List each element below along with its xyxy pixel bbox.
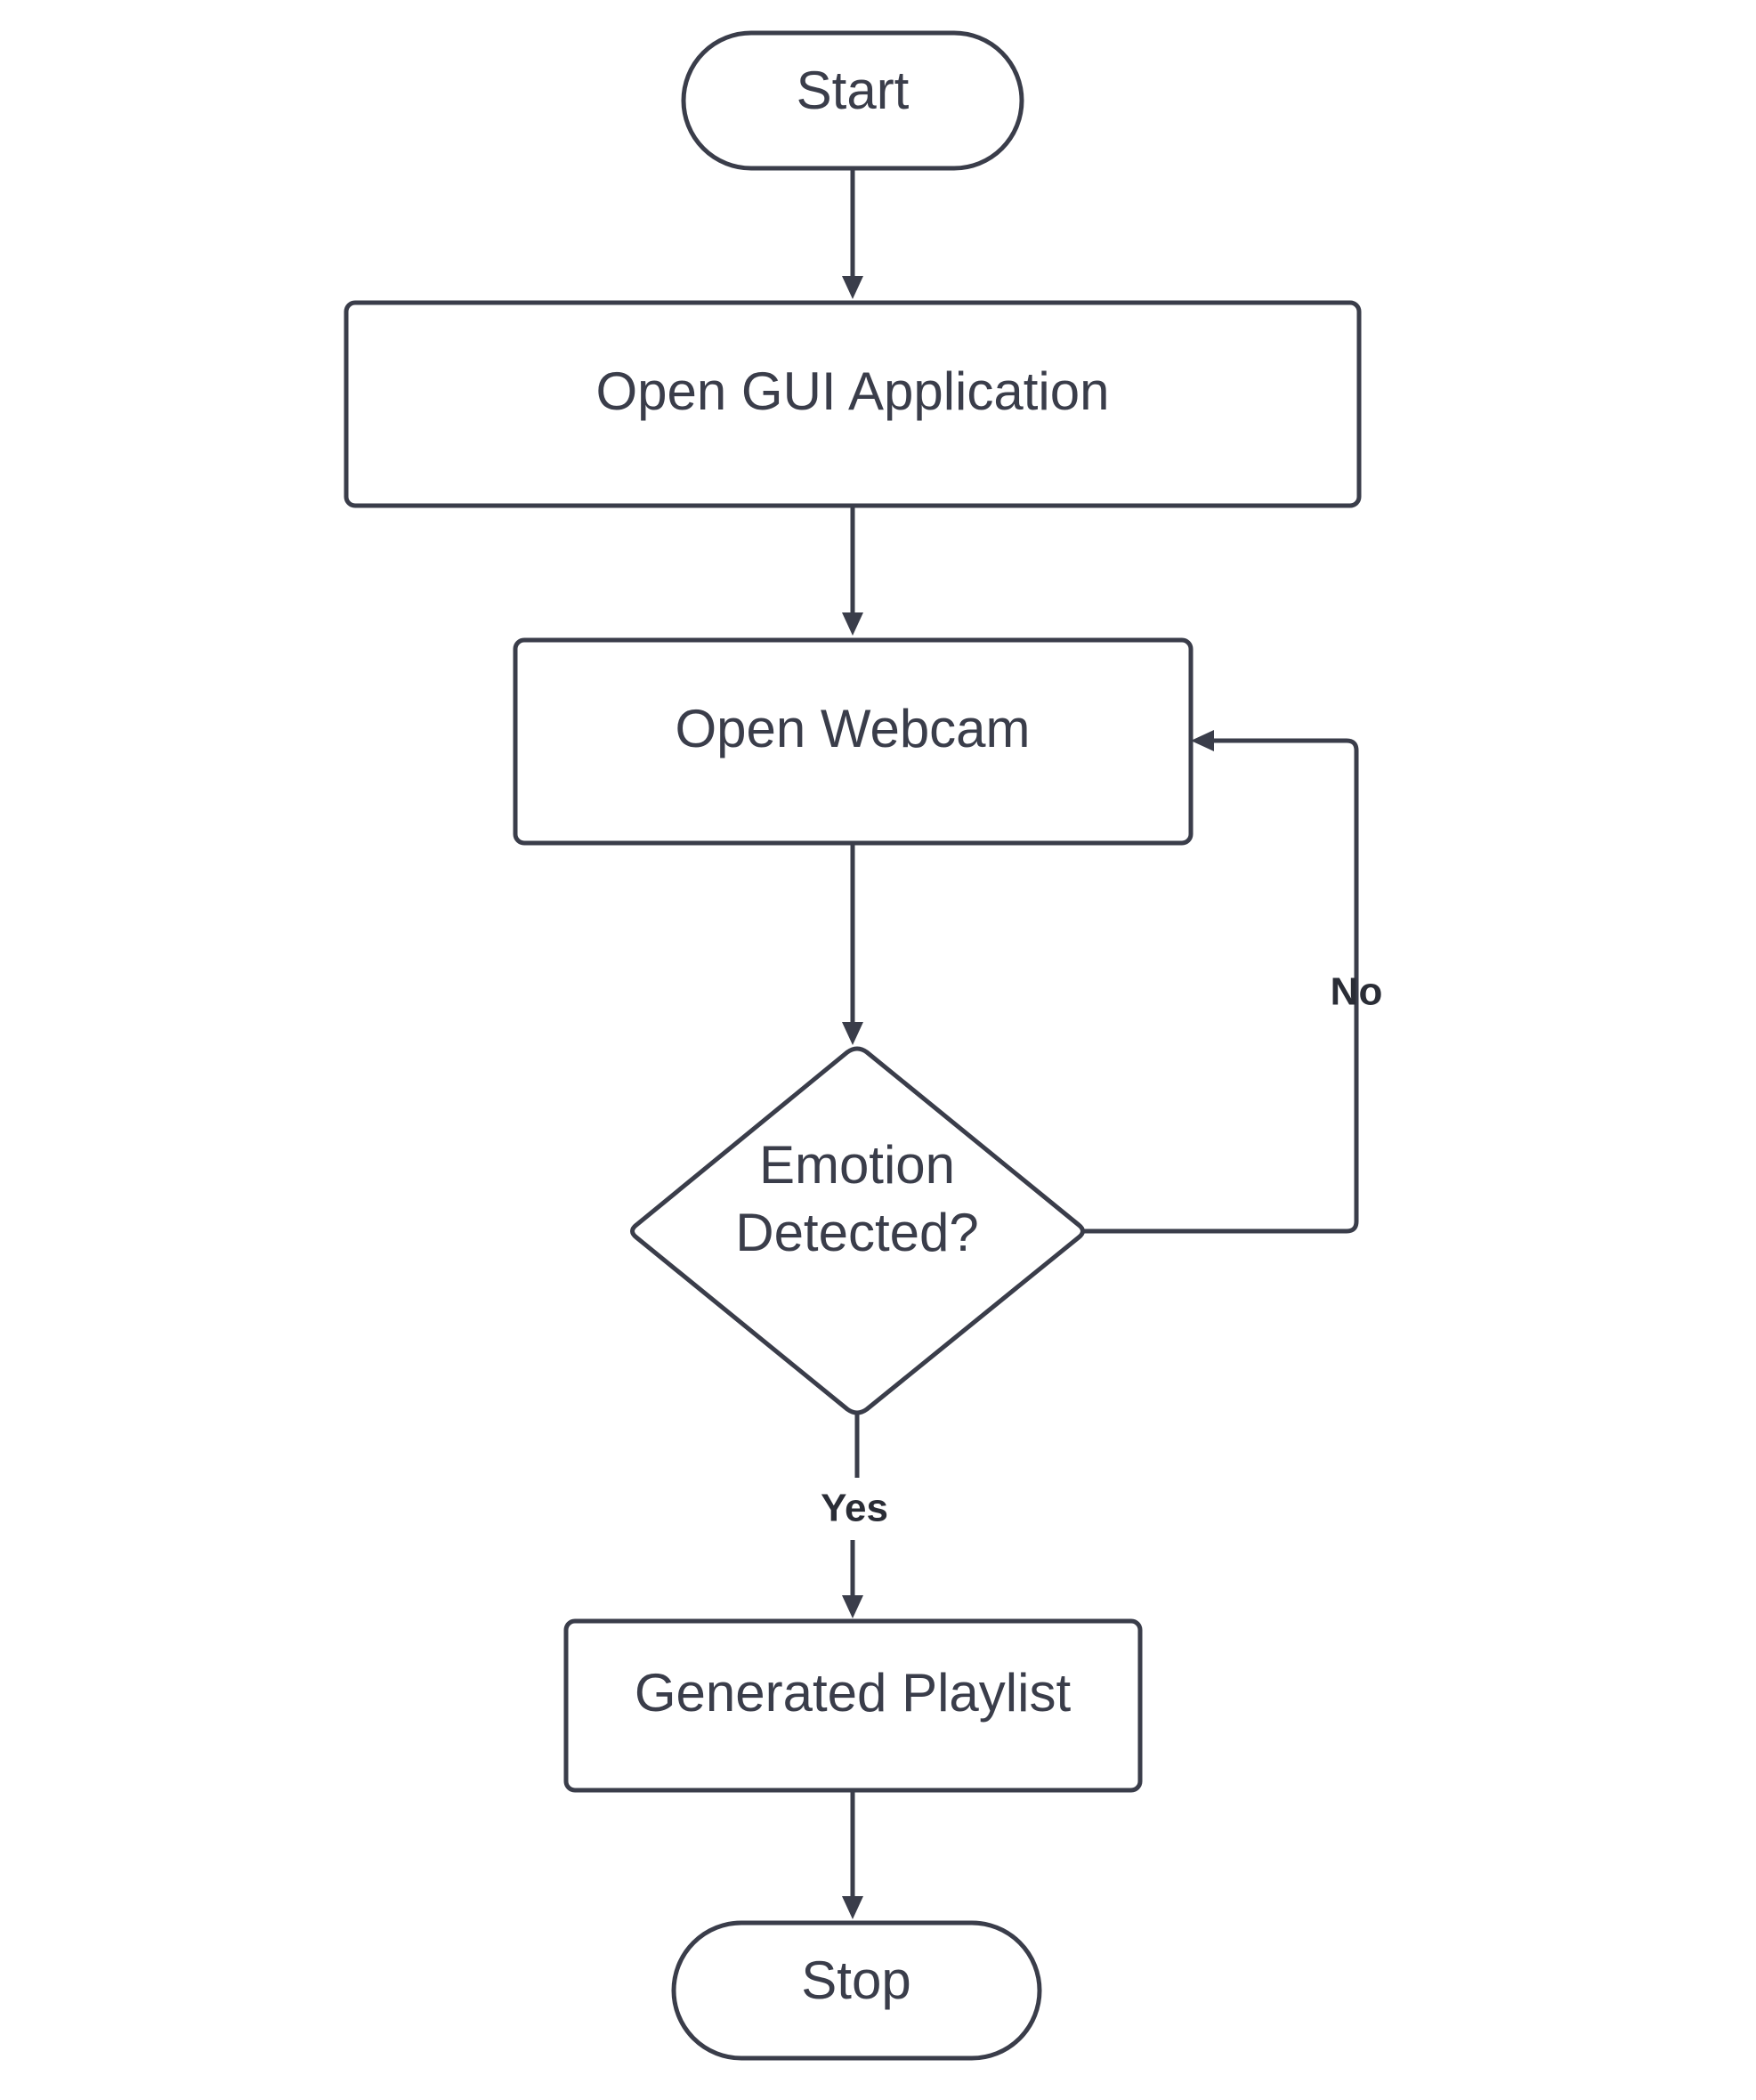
open-webcam-node: Open Webcam	[513, 637, 1194, 846]
yes-edge-label: Yes	[821, 1487, 888, 1530]
arrowhead-webcam	[842, 612, 863, 636]
open-webcam-label: Open Webcam	[675, 699, 1030, 758]
arrowhead-no-loop	[1191, 730, 1214, 751]
playlist-label: Generated Playlist	[635, 1663, 1072, 1723]
edges	[842, 167, 1359, 1919]
arrowhead-playlist	[842, 1595, 863, 1618]
open-gui-node: Open GUI Application	[344, 300, 1362, 508]
decision-label-line2: Detected?	[735, 1203, 979, 1262]
start-node: Start	[681, 30, 1024, 171]
arrowhead-decision	[842, 1022, 863, 1045]
playlist-node: Generated Playlist	[563, 1618, 1143, 1793]
no-edge-label: No	[1331, 970, 1383, 1014]
decision-node: Emotion Detected?	[630, 1046, 1085, 1415]
arrowhead-stop	[842, 1896, 863, 1919]
stop-label: Stop	[801, 1950, 910, 2010]
edge-no-loop	[1084, 738, 1359, 1234]
open-gui-label: Open GUI Application	[595, 361, 1109, 421]
stop-node: Stop	[671, 1920, 1042, 2061]
start-label: Start	[797, 61, 910, 120]
decision-label-line1: Emotion	[759, 1135, 955, 1195]
arrowhead-gui	[842, 276, 863, 299]
